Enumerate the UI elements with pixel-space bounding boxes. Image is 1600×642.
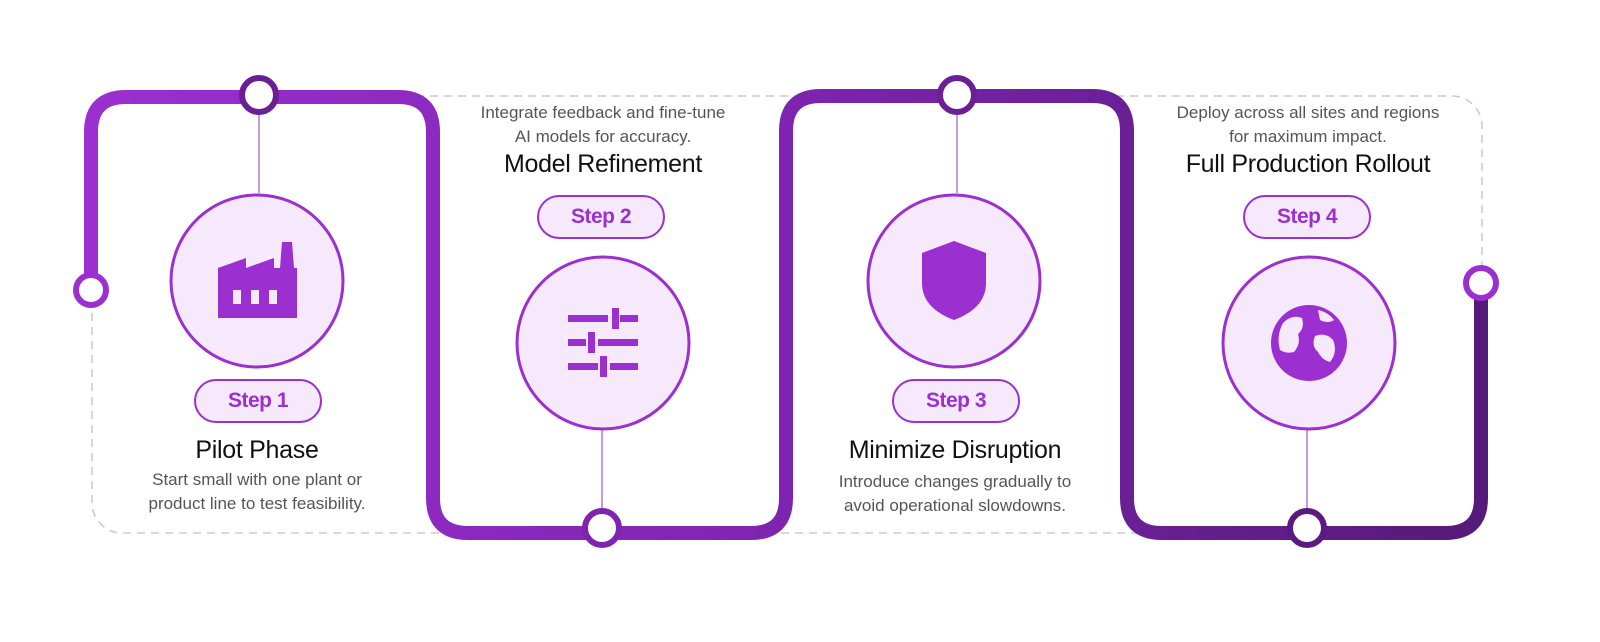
factory-icon xyxy=(218,242,297,318)
node-3 xyxy=(937,75,977,115)
step-4-desc-line-1: Deploy across all sites and regions xyxy=(1176,103,1440,122)
step-2-pill: Step 2 xyxy=(537,195,665,239)
timeline-path xyxy=(84,89,1488,540)
step-2-desc-line-1: Integrate feedback and fine-tune xyxy=(480,103,726,122)
step-3-desc-line-2: avoid operational slowdowns. xyxy=(843,496,1067,515)
step-4-pill: Step 4 xyxy=(1243,195,1371,239)
node-start xyxy=(73,272,109,308)
globe-icon xyxy=(1271,305,1347,381)
step-4-desc-line-2: for maximum impact. xyxy=(1229,127,1387,146)
dashed-frame xyxy=(91,95,1483,534)
step-1-desc-line-1: Start small with one plant or xyxy=(152,470,362,489)
step-3-title: Minimize Disruption xyxy=(848,436,1062,464)
node-2 xyxy=(582,508,622,548)
step-1-title: Pilot Phase xyxy=(195,436,319,464)
step-4-title: Full Production Rollout xyxy=(1185,150,1431,178)
step-2-title: Model Refinement xyxy=(503,150,703,178)
step-1-pill: Step 1 xyxy=(194,379,322,423)
shield-icon xyxy=(922,241,986,320)
step-2-desc-line-2: AI models for accuracy. xyxy=(514,127,692,146)
node-1 xyxy=(239,75,279,115)
step-3-desc-line-1: Introduce changes gradually to xyxy=(838,472,1072,491)
node-end xyxy=(1463,265,1499,301)
node-4 xyxy=(1287,508,1327,548)
step-1-desc-line-2: product line to test feasibility. xyxy=(148,494,366,513)
sliders-icon xyxy=(568,308,638,377)
step-3-pill: Step 3 xyxy=(892,379,1020,423)
